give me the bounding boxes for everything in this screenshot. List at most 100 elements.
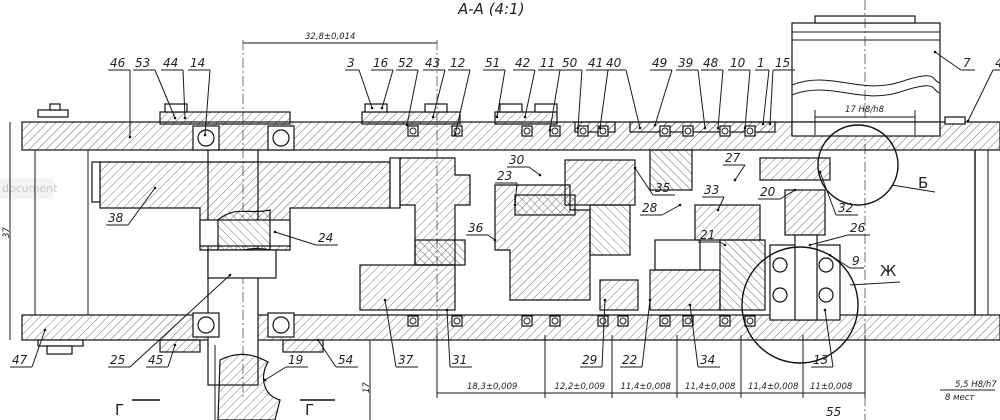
part-number-12: 12 <box>450 56 465 70</box>
part-number-16: 16 <box>373 56 389 70</box>
dim-motor-fit: 17 H8/h8 <box>845 105 885 115</box>
part-number-30: 30 <box>509 153 525 167</box>
part-number-11: 11 <box>540 56 555 70</box>
small-bearing <box>744 315 756 327</box>
part-number-23: 23 <box>497 169 512 183</box>
leader-line <box>625 69 641 129</box>
leader-line <box>934 51 962 71</box>
leader-line <box>967 69 994 122</box>
leader-line <box>641 299 651 368</box>
part-number-33: 33 <box>704 183 719 197</box>
small-bearing <box>682 125 694 137</box>
part-number-53: 53 <box>135 56 150 70</box>
leader-line <box>274 231 317 246</box>
small-bearing <box>407 125 419 137</box>
leader-line <box>31 329 46 368</box>
leader-line <box>601 299 606 368</box>
leader-line <box>432 69 446 118</box>
leader-line <box>634 167 654 196</box>
detail-b-circle <box>817 124 899 206</box>
small-bearing <box>719 315 731 327</box>
gear-train <box>91 40 841 400</box>
part-number-45: 45 <box>148 353 163 367</box>
dim-height-left: 37 <box>2 227 12 238</box>
leader-line <box>779 189 796 200</box>
part-number-44: 44 <box>163 56 178 70</box>
part-number-27: 27 <box>725 151 741 165</box>
part-number-49: 49 <box>652 56 667 70</box>
part-number-20: 20 <box>760 185 776 199</box>
part-number-21: 21 <box>700 228 715 242</box>
part-number-26: 26 <box>850 221 866 235</box>
part-number-46: 46 <box>110 56 126 70</box>
small-bearing <box>549 315 561 327</box>
part-number-36: 36 <box>468 221 484 235</box>
small-bearing <box>659 125 671 137</box>
detail-zh-circle <box>741 246 859 364</box>
part-number-22: 22 <box>622 353 637 367</box>
leader-line <box>384 299 397 368</box>
dim-chain-segment: 11,4±0,008 <box>621 382 672 392</box>
dim-chain-segment: 11,4±0,008 <box>685 382 736 392</box>
leader-line <box>496 69 506 118</box>
leader-line <box>524 69 536 118</box>
part-number-43: 43 <box>425 56 440 70</box>
leader-line <box>528 166 541 176</box>
part-number-9: 9 <box>852 254 860 268</box>
bearings <box>192 125 756 338</box>
part-number-32: 32 <box>838 201 853 215</box>
dim-chain-segment: 18,3±0,009 <box>467 382 517 392</box>
part-number-40: 40 <box>606 56 622 70</box>
leader-line <box>514 182 518 206</box>
leader-line <box>549 69 561 131</box>
part-number-52: 52 <box>398 56 413 70</box>
part-number-19: 19 <box>288 353 303 367</box>
leader-line <box>744 69 751 129</box>
part-number-39: 39 <box>678 56 693 70</box>
detail-b-label: Б <box>918 174 928 192</box>
dim-chain-segment: 11,4±0,008 <box>748 382 799 392</box>
leader-line <box>154 69 176 119</box>
dim-pin-fit: 5,5 H8/h7 <box>955 380 997 390</box>
dim-pin-count: 8 мест <box>945 393 975 403</box>
detail-zh-label: Ж <box>880 262 896 280</box>
small-bearing <box>682 315 694 327</box>
housing-frame <box>21 103 1000 355</box>
part-number-38: 38 <box>108 211 124 225</box>
leader-line <box>809 234 849 246</box>
leader-line <box>446 309 451 368</box>
dim-overall: 55 <box>826 405 841 419</box>
leader-line <box>829 254 851 269</box>
small-bearing <box>521 315 533 327</box>
leader-line <box>819 171 837 216</box>
part-number-3: 3 <box>347 56 355 70</box>
part-number-13: 13 <box>813 353 828 367</box>
dim-center-distance: 32,8±0,014 <box>305 32 355 42</box>
leader-line <box>599 69 609 129</box>
leader-line <box>487 234 496 241</box>
part-number-35: 35 <box>655 181 670 195</box>
document-watermark: document <box>0 180 58 198</box>
part-number-37: 37 <box>398 353 414 367</box>
small-bearing <box>521 125 533 137</box>
small-bearing <box>577 125 589 137</box>
small-bearing <box>597 315 609 327</box>
part-number-24: 24 <box>318 231 333 245</box>
leader-line <box>454 69 471 136</box>
part-number-29: 29 <box>582 353 597 367</box>
leader-line <box>769 69 774 125</box>
leader-line <box>127 187 156 226</box>
leader-line <box>654 69 673 126</box>
part-number-10: 10 <box>730 56 746 70</box>
small-bearing <box>407 315 419 327</box>
leader-line <box>734 164 746 181</box>
part-number-4: 4 <box>995 56 1000 70</box>
dim-height-bottom: 17 <box>362 382 372 393</box>
part-number-25: 25 <box>110 353 125 367</box>
leader-line <box>264 366 287 381</box>
small-bearing <box>719 125 731 137</box>
leader-line <box>406 69 419 126</box>
small-bearing <box>659 315 671 327</box>
